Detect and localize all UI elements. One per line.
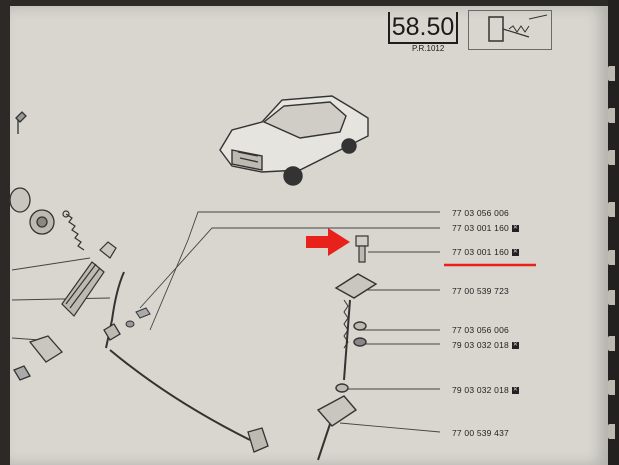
part-code-6: 79 03 032 018✕ <box>452 340 519 350</box>
flag-box-icon: ✕ <box>511 225 519 233</box>
part-code-text: 77 03 001 160 <box>452 223 509 233</box>
part-code-text: 77 00 539 437 <box>452 428 509 438</box>
part-code-text: 77 00 539 723 <box>452 286 509 296</box>
linkage-rod-drawing <box>13 271 269 453</box>
page-number: 58.50 <box>388 12 458 44</box>
part-code-2: 77 03 001 160✕ <box>452 223 519 233</box>
flag-box-icon: ✕ <box>511 342 519 350</box>
red-arrow-icon <box>306 228 350 256</box>
index-tab[interactable] <box>608 202 615 217</box>
part-code-1: 77 03 056 006 <box>452 208 509 218</box>
part-code-text: 79 03 032 018 <box>452 340 509 350</box>
spring-drawing <box>61 210 117 317</box>
part-code-7: 79 03 032 018✕ <box>452 385 519 395</box>
part-code-3: 77 03 001 160✕ <box>452 247 519 257</box>
leader-lines <box>11 211 441 433</box>
bushing-drawing <box>9 111 55 235</box>
part-code-5: 77 03 056 006 <box>452 325 509 335</box>
index-tab[interactable] <box>608 66 615 81</box>
index-tab[interactable] <box>608 250 615 265</box>
index-tab[interactable] <box>608 424 615 439</box>
flag-box-icon: ✕ <box>511 249 519 257</box>
index-tab[interactable] <box>608 336 615 351</box>
bolt-icon <box>355 235 369 263</box>
pr-reference: P.R.1012 <box>412 44 445 53</box>
flag-box-icon: ✕ <box>511 387 519 395</box>
index-tab[interactable] <box>608 290 615 305</box>
index-tab[interactable] <box>608 108 615 123</box>
part-code-8: 77 00 539 437 <box>452 428 509 438</box>
part-code-4: 77 00 539 723 <box>452 286 509 296</box>
part-code-text: 77 03 001 160 <box>452 247 509 257</box>
section-thumbnail <box>468 10 552 50</box>
part-code-text: 79 03 032 018 <box>452 385 509 395</box>
part-code-text: 77 03 056 006 <box>452 325 509 335</box>
catalog-page <box>10 6 608 465</box>
index-tab[interactable] <box>608 150 615 165</box>
right-linkage-drawing <box>316 273 378 461</box>
index-tabs <box>608 0 619 465</box>
car-illustration <box>219 95 369 186</box>
part-code-text: 77 03 056 006 <box>452 208 509 218</box>
index-tab[interactable] <box>608 380 615 395</box>
